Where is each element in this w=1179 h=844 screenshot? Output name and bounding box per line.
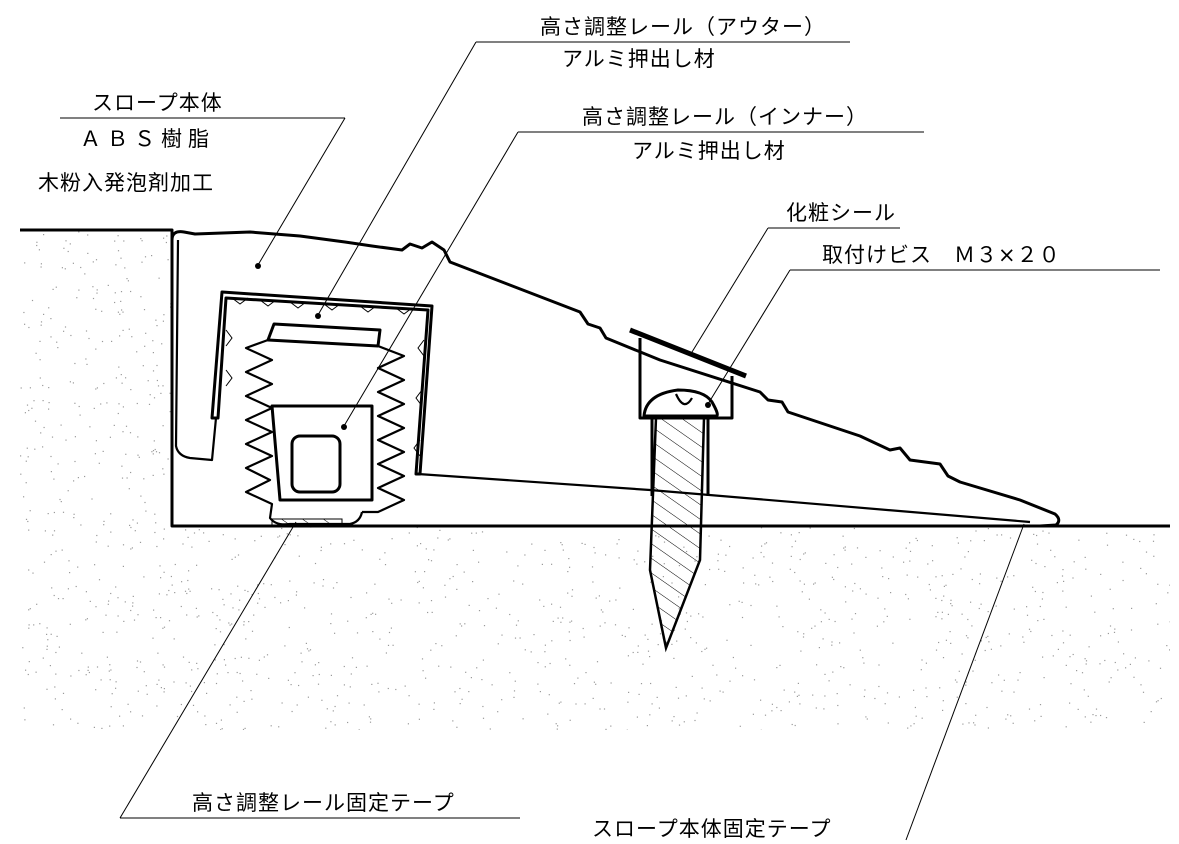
slope-inner-line	[417, 472, 1031, 524]
label-abs-resin: ＡＢＳ樹脂	[80, 127, 215, 151]
outer-rail	[210, 290, 434, 476]
ground-surface-line	[20, 228, 1170, 528]
inner-rail-slot	[290, 434, 342, 494]
slope-inner-wall	[174, 239, 218, 462]
label-decorative-seal: 化粧シール	[786, 201, 896, 225]
screw-neck	[650, 418, 710, 496]
screw-shank	[648, 416, 706, 653]
inner-rail-zigzag-right	[362, 344, 406, 514]
rail-fixing-tape	[271, 518, 343, 527]
screw-head	[642, 388, 719, 418]
slope-body-outline	[170, 230, 1061, 528]
label-slope-body: スロープ本体	[92, 91, 223, 115]
label-inner-rail: 高さ調整レール（インナー）	[582, 105, 868, 129]
inner-rail-block	[270, 404, 374, 502]
inner-rail-zigzag-left	[244, 338, 364, 526]
outer-rail-teeth	[225, 297, 425, 457]
label-body-tape: スロープ本体固定テープ	[592, 817, 831, 841]
screw-head-slot	[674, 393, 693, 406]
inner-rail	[266, 322, 382, 348]
label-outer-rail: 高さ調整レール（アウター）	[540, 15, 826, 39]
label-outer-material: アルミ押出し材	[562, 47, 716, 71]
label-screw: 取付けビス Ｍ３×２０	[822, 243, 1061, 267]
label-inner-material: アルミ押出し材	[632, 139, 786, 163]
decorative-seal	[629, 327, 747, 379]
leader-lines	[60, 41, 1160, 841]
label-wood-powder: 木粉入発泡剤加工	[38, 171, 214, 195]
ground-stipple	[20, 231, 1170, 730]
label-rail-tape: 高さ調整レール固定テープ	[192, 791, 455, 815]
